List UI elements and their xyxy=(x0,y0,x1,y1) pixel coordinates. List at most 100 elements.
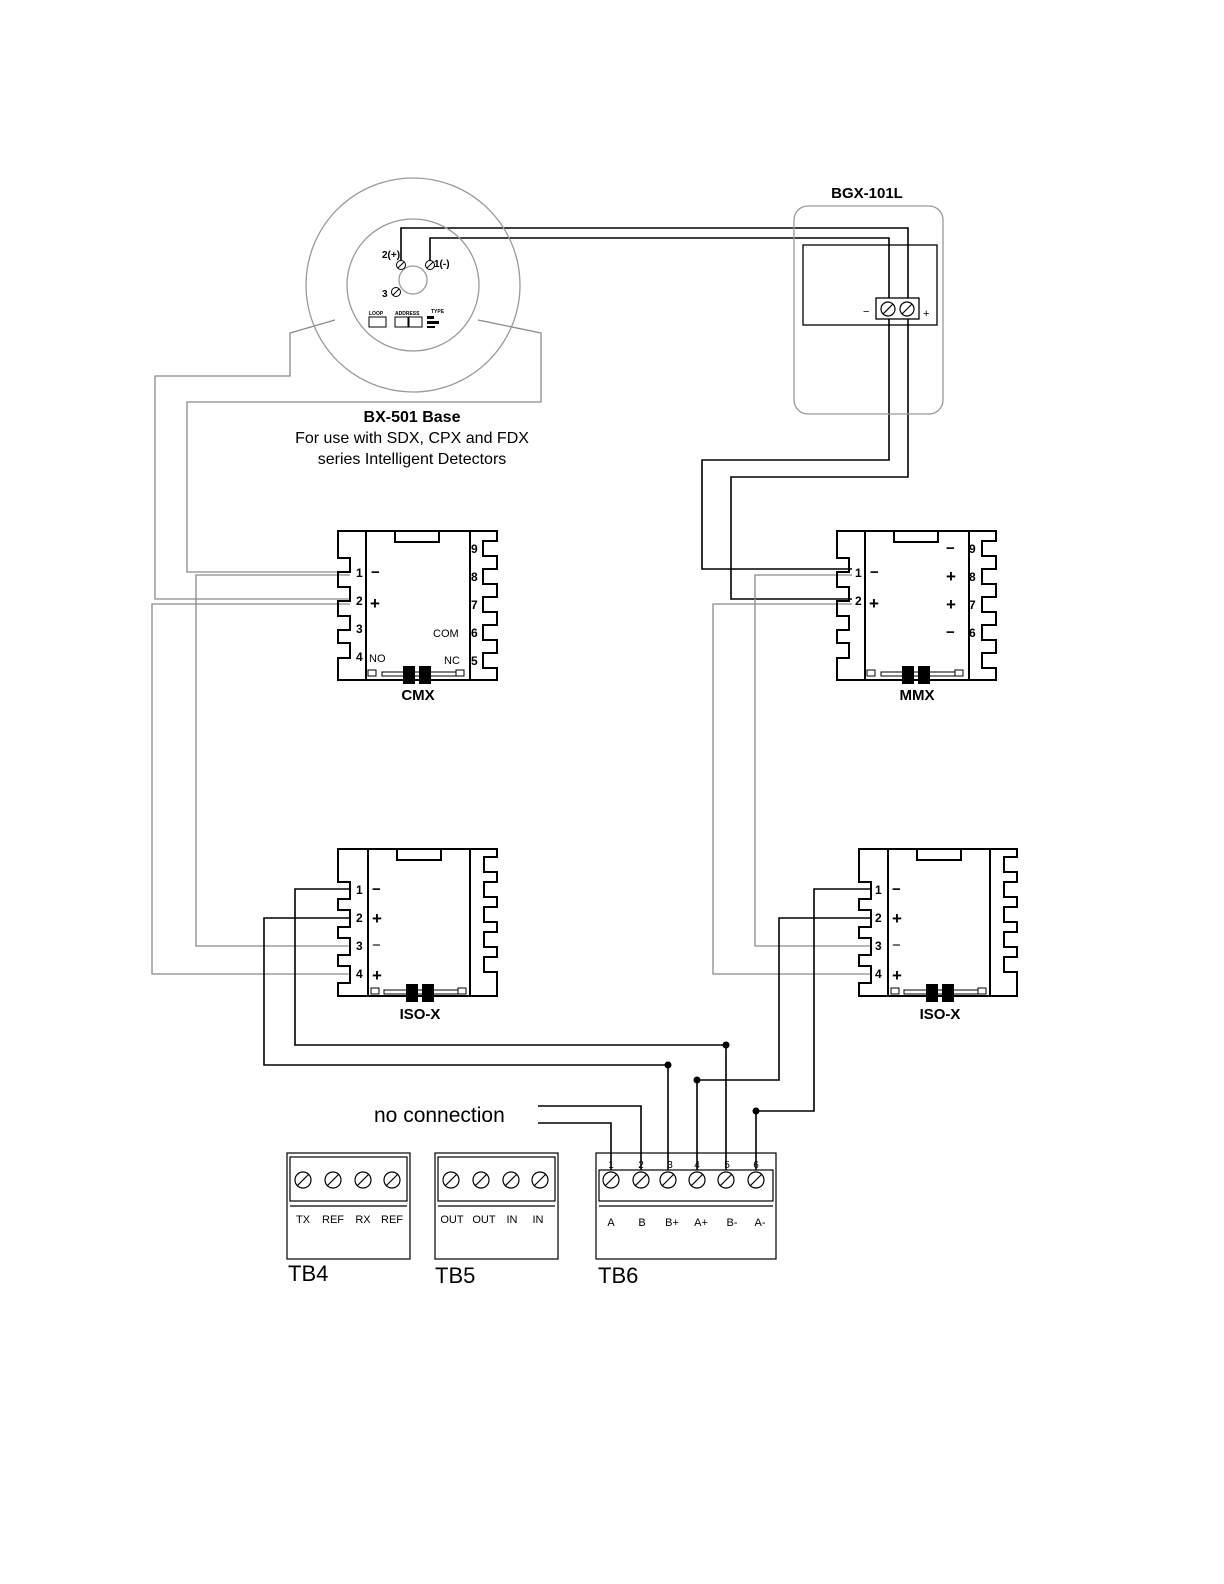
terminal-screw-icon xyxy=(899,301,915,317)
switch-type-label: TYPE xyxy=(431,309,445,315)
switch-address-label: ADDRESS xyxy=(395,311,420,317)
terminal-screw-icon xyxy=(747,1171,765,1189)
mmx-pin-7: 7 xyxy=(969,598,976,612)
tb6-terminal-block: 1 2 3 4 5 6 A B B+ A+ B- A- TB6 xyxy=(595,1152,777,1288)
iso-left-sign-4: + xyxy=(372,966,382,985)
iso-left-pin-3: 3 xyxy=(356,939,363,953)
iso-left-pin-2: 2 xyxy=(356,911,363,925)
cmx-pin-1: 1 xyxy=(356,566,363,580)
base-subtitle-2: series Intelligent Detectors xyxy=(318,451,507,468)
iso-right-sign-3: − xyxy=(892,937,901,954)
tb5-label-4: IN xyxy=(533,1214,544,1226)
junction-dot xyxy=(752,1107,760,1115)
tb4-label-1: TX xyxy=(296,1214,311,1226)
mmx-pin-6: 6 xyxy=(969,626,976,640)
cmx-pin-9: 9 xyxy=(471,542,478,556)
tb6-num-4: 4 xyxy=(694,1160,700,1171)
tb4-label-4: REF xyxy=(381,1214,403,1226)
mmx-sign-8: + xyxy=(946,567,956,586)
cmx-pin-6: 6 xyxy=(471,626,478,640)
loop-switch xyxy=(368,316,387,328)
type-switch xyxy=(427,316,439,328)
tb6-num-1: 1 xyxy=(608,1160,614,1171)
bgx-minus-label: − xyxy=(863,306,869,318)
terminal-screw-icon xyxy=(472,1171,490,1189)
wire-bgx-plus-to-mmx xyxy=(730,307,909,600)
wire-base-plus-to-bgx xyxy=(400,227,909,307)
base-subtitle-1: For use with SDX, CPX and FDX xyxy=(295,430,529,447)
iso-left-sign-3: − xyxy=(372,937,381,954)
terminal-screw-icon xyxy=(502,1171,520,1189)
wiring xyxy=(151,227,909,1170)
cmx-pin-7: 7 xyxy=(471,598,478,612)
base-term-3-label: 3 xyxy=(382,289,388,300)
iso-right-pin-2: 2 xyxy=(875,911,882,925)
cmx-pin-2: 2 xyxy=(356,594,363,608)
cmx-sign-plus: + xyxy=(370,594,380,613)
iso-right-sign-1: − xyxy=(892,881,901,898)
cmx-sign-minus: − xyxy=(371,564,380,581)
tb6-label-b: B xyxy=(638,1217,645,1229)
junction-dot xyxy=(693,1076,701,1084)
wire-cmx-to-iso-left-3 xyxy=(195,574,350,947)
tb5-name: TB5 xyxy=(435,1263,475,1288)
terminal-screw-icon xyxy=(391,287,401,297)
junction-dot xyxy=(722,1041,730,1049)
iso-right-pin-3: 3 xyxy=(875,939,882,953)
tb5-label-2: OUT xyxy=(472,1214,496,1226)
cmx-com-label: COM xyxy=(433,628,459,640)
iso-right-title: ISO-X xyxy=(920,1006,961,1023)
tb6-label-b-plus: B+ xyxy=(665,1217,679,1229)
mmx-sign-minus: − xyxy=(870,564,879,581)
cmx-no-label: NO xyxy=(369,653,386,665)
iso-left-sign-1: − xyxy=(372,881,381,898)
wire-base-to-cmx-1 xyxy=(154,319,350,600)
cmx-nc-label: NC xyxy=(444,655,460,667)
base-term-2-label: 2(+) xyxy=(382,250,400,261)
bgx-plus-label: + xyxy=(923,308,929,320)
terminal-screw-icon xyxy=(688,1171,706,1189)
tb5-label-3: IN xyxy=(507,1214,518,1226)
mmx-title: MMX xyxy=(900,687,935,704)
base-title: BX-501 Base xyxy=(364,409,461,426)
cmx-pin-4: 4 xyxy=(356,650,363,664)
terminal-screw-icon xyxy=(354,1171,372,1189)
tb6-label-a: A xyxy=(607,1217,615,1229)
iso-right-sign-4: + xyxy=(892,966,902,985)
terminal-screw-icon xyxy=(632,1171,650,1189)
mmx-pin-8: 8 xyxy=(969,570,976,584)
cmx-module: 1 2 3 4 − + 9 8 7 6 5 NO NC COM CMX xyxy=(337,530,498,704)
wire-iso-left-1-to-tb6-5 xyxy=(294,888,727,1170)
tb4-name: TB4 xyxy=(288,1261,328,1286)
tb6-label-b-minus: B- xyxy=(727,1217,738,1229)
iso-right-pin-4: 4 xyxy=(875,967,882,981)
no-connection-label: no connection xyxy=(374,1104,505,1127)
tb6-name: TB6 xyxy=(598,1263,638,1288)
address-switch xyxy=(394,316,409,328)
terminal-screw-icon xyxy=(717,1171,735,1189)
tb4-label-2: REF xyxy=(322,1214,344,1226)
terminal-screw-icon xyxy=(396,260,406,270)
cmx-title: CMX xyxy=(401,687,434,704)
mmx-pin-9: 9 xyxy=(969,542,976,556)
iso-x-left-module: 1 2 3 4 − + − + ISO-X xyxy=(337,848,498,1023)
wire-iso-left-2-to-tb6-3 xyxy=(263,917,669,1170)
wire-base-minus-to-bgx xyxy=(429,237,890,307)
tb6-label-a-plus: A+ xyxy=(694,1217,708,1229)
wire-iso-right-1-to-tb6-6 xyxy=(755,888,870,1170)
iso-left-pin-1: 1 xyxy=(356,883,363,897)
terminal-screw-icon xyxy=(324,1171,342,1189)
base-term-1-label: 1(-) xyxy=(434,259,450,270)
junction-dot xyxy=(664,1061,672,1069)
tb6-num-6: 6 xyxy=(753,1160,759,1171)
mmx-pin-1: 1 xyxy=(855,566,862,580)
iso-right-sign-2: + xyxy=(892,909,902,928)
iso-left-sign-2: + xyxy=(372,909,382,928)
tb6-num-5: 5 xyxy=(724,1160,730,1171)
terminal-screw-icon xyxy=(425,260,435,270)
mmx-sign-9: − xyxy=(946,540,955,557)
tb6-num-2: 2 xyxy=(638,1160,644,1171)
bx501-base: 2(+) 1(-) 3 LOOP ADDRESS TYPE BX-501 Bas… xyxy=(295,177,529,468)
mmx-sign-plus: + xyxy=(869,594,879,613)
